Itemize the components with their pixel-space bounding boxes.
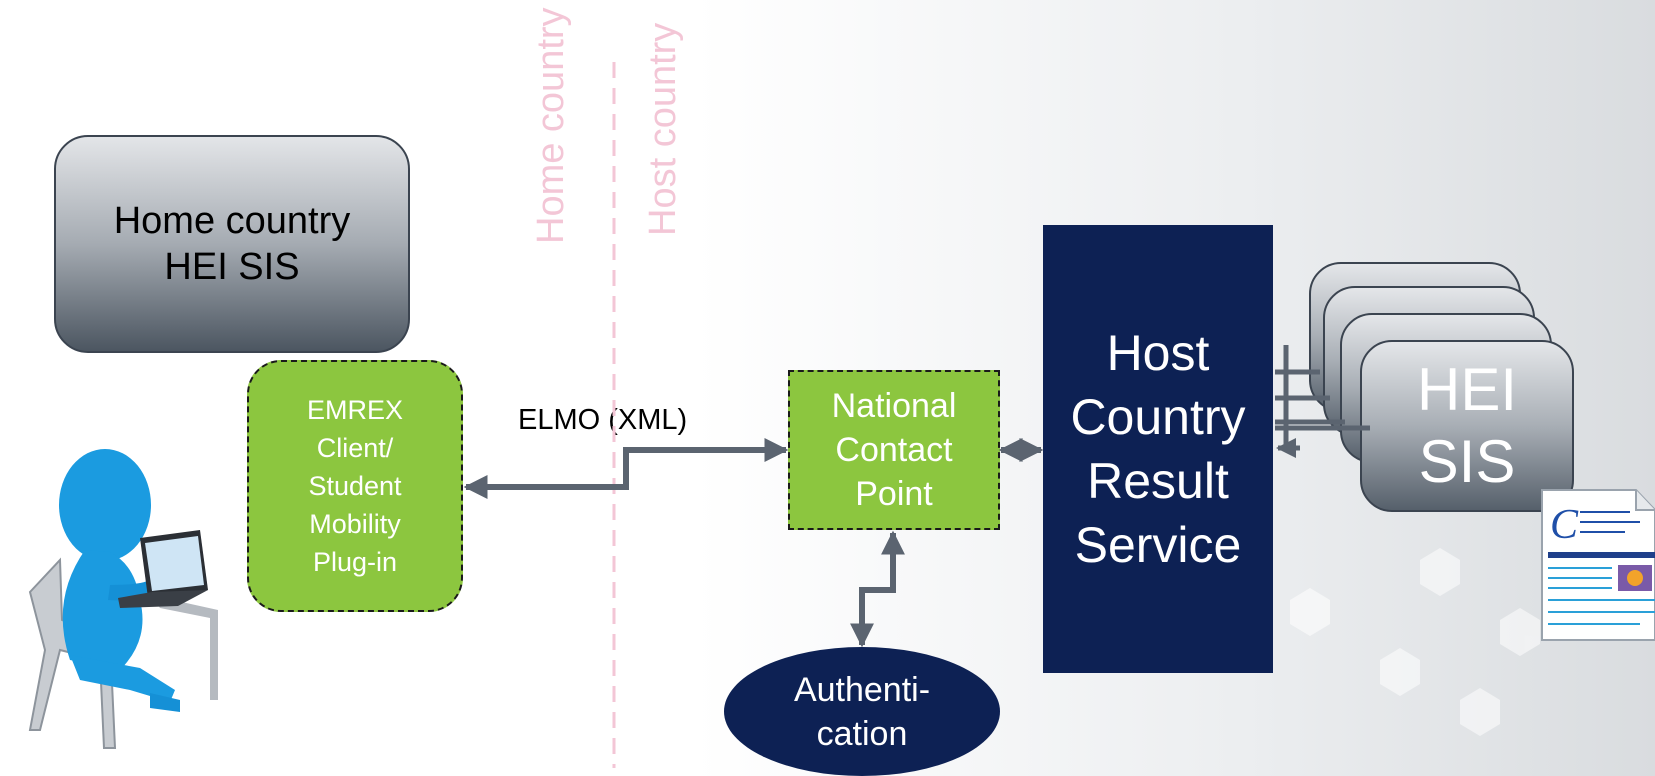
student-at-laptop-icon bbox=[28, 449, 218, 749]
host-country-result-service-label: Host Country Result Service bbox=[1070, 325, 1246, 573]
transcript-document-icon: C bbox=[1541, 489, 1655, 641]
host-country-result-service-box: Host Country Result Service bbox=[1043, 225, 1273, 673]
emrex-client-box: EMREX Client/ Student Mobility Plug-in bbox=[247, 360, 463, 612]
elmo-xml-edge-label: ELMO (XML) bbox=[518, 404, 688, 436]
home-country-hei-sis-box: Home country HEI SIS bbox=[54, 135, 410, 353]
elmo-flow-arrow bbox=[463, 438, 789, 499]
svg-text:C: C bbox=[1550, 502, 1579, 548]
hei-sis-label: HEI SIS bbox=[1416, 356, 1518, 495]
authentication-label: Authenti- cation bbox=[793, 670, 931, 753]
emrex-client-label: EMREX Client/ Student Mobility Plug-in bbox=[306, 395, 404, 577]
result-service-hei-connectors bbox=[1275, 345, 1370, 451]
national-contact-point-label: National Contact Point bbox=[831, 387, 957, 513]
home-country-hei-sis-label: Home country HEI SIS bbox=[113, 200, 351, 288]
authentication-ellipse: Authenti- cation bbox=[724, 647, 1000, 776]
national-contact-point-box: National Contact Point bbox=[788, 370, 1000, 530]
ncp-authentication-arrow bbox=[850, 530, 905, 648]
